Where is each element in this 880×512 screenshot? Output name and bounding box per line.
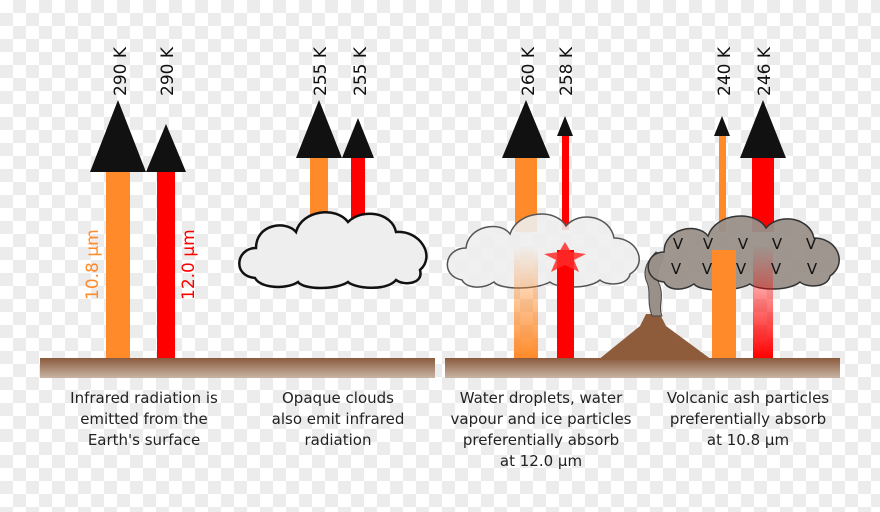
volcano: [598, 314, 712, 360]
caption-line: preferentially absorb: [669, 410, 827, 428]
arrowhead-10-8-opaque: [296, 100, 342, 158]
temp-label-surface-10-8: 290 K: [111, 46, 131, 96]
caption-line: also emit infrared: [271, 410, 405, 428]
ash-particle-v: V: [702, 260, 713, 278]
caption-line: emitted from the: [80, 410, 208, 428]
beam-10-8-surface: [106, 165, 130, 358]
wavelength-label-12-0: 12.0 µm: [179, 229, 199, 300]
arrowhead-10-8-surface: [90, 100, 146, 172]
beam-12-0-ash-above: [752, 152, 774, 232]
panel-water-ice-cloud: [446, 100, 640, 358]
arrowhead-12-0-opaque: [342, 118, 374, 158]
caption-line: at 10.8 µm: [706, 431, 790, 449]
caption-line: vapour and ice particles: [450, 410, 632, 428]
caption-line: Infrared radiation is: [70, 389, 218, 407]
caption-volcanic-ash: Volcanic ash particles preferentially ab…: [648, 388, 848, 451]
arrowhead-10-8-ash: [714, 116, 730, 136]
caption-line: Volcanic ash particles: [666, 389, 830, 407]
ash-particle-v: V: [807, 260, 818, 278]
temp-label-opaque-10-8: 255 K: [311, 46, 331, 96]
beam-10-8-ash-above: [719, 132, 726, 232]
beam-10-8-opaque: [310, 152, 328, 230]
caption-line: Water droplets, water: [459, 389, 623, 407]
arrowhead-12-0-water: [557, 116, 573, 136]
beam-10-8-ash-below: [712, 250, 736, 358]
caption-line: Earth's surface: [87, 431, 201, 449]
beam-12-0-ash-below: [753, 246, 773, 358]
beam-10-8-water-above: [515, 152, 537, 232]
temp-label-opaque-12-0: 255 K: [351, 46, 371, 96]
ground-left: [40, 358, 435, 378]
wavelength-label-10-8: 10.8 µm: [83, 229, 103, 300]
caption-line: at 12.0 µm: [499, 452, 583, 470]
ash-particle-v: V: [673, 235, 684, 253]
temp-label-ash-10-8: 240 K: [715, 46, 735, 96]
beam-12-0-water-above: [562, 130, 569, 230]
ash-particle-v: V: [738, 235, 749, 253]
ash-particle-symbols: V V V V V V V V V V: [671, 235, 818, 278]
panel-volcanic-ash: V V V V V V V V V V: [598, 100, 840, 360]
temp-label-surface-12-0: 290 K: [158, 46, 178, 96]
absorption-star-icon: [544, 242, 586, 272]
caption-line: preferentially absorb: [462, 431, 620, 449]
ground-right: [445, 358, 840, 378]
ash-particle-v: V: [671, 260, 682, 278]
volcanic-ash-cloud: [647, 215, 840, 291]
beam-10-8-water-below: [514, 246, 538, 358]
panel-surface: [90, 100, 186, 358]
water-ice-cloud: [446, 213, 640, 289]
ash-particle-v: V: [806, 235, 817, 253]
beam-12-0-surface: [157, 165, 175, 358]
panel-opaque-cloud: [238, 100, 428, 290]
beam-12-0-water-below: [557, 250, 574, 358]
caption-line: radiation: [304, 431, 372, 449]
caption-opaque-cloud: Opaque clouds also emit infrared radiati…: [238, 388, 438, 451]
arrowhead-10-8-water: [502, 100, 550, 158]
ash-particle-v: V: [736, 260, 747, 278]
temp-label-water-10-8: 260 K: [519, 46, 539, 96]
temp-label-water-12-0: 258 K: [557, 46, 577, 96]
arrowhead-12-0-surface: [146, 124, 186, 172]
opaque-cloud: [238, 211, 428, 290]
temp-label-ash-12-0: 246 K: [755, 46, 775, 96]
caption-surface: Infrared radiation is emitted from the E…: [44, 388, 244, 451]
ash-particle-v: V: [703, 235, 714, 253]
ash-particle-v: V: [772, 235, 783, 253]
ash-particle-v: V: [771, 260, 782, 278]
caption-line: Opaque clouds: [282, 389, 394, 407]
caption-water-ice: Water droplets, water vapour and ice par…: [441, 388, 641, 472]
arrowhead-12-0-ash: [740, 100, 786, 158]
beam-12-0-opaque: [351, 152, 365, 230]
